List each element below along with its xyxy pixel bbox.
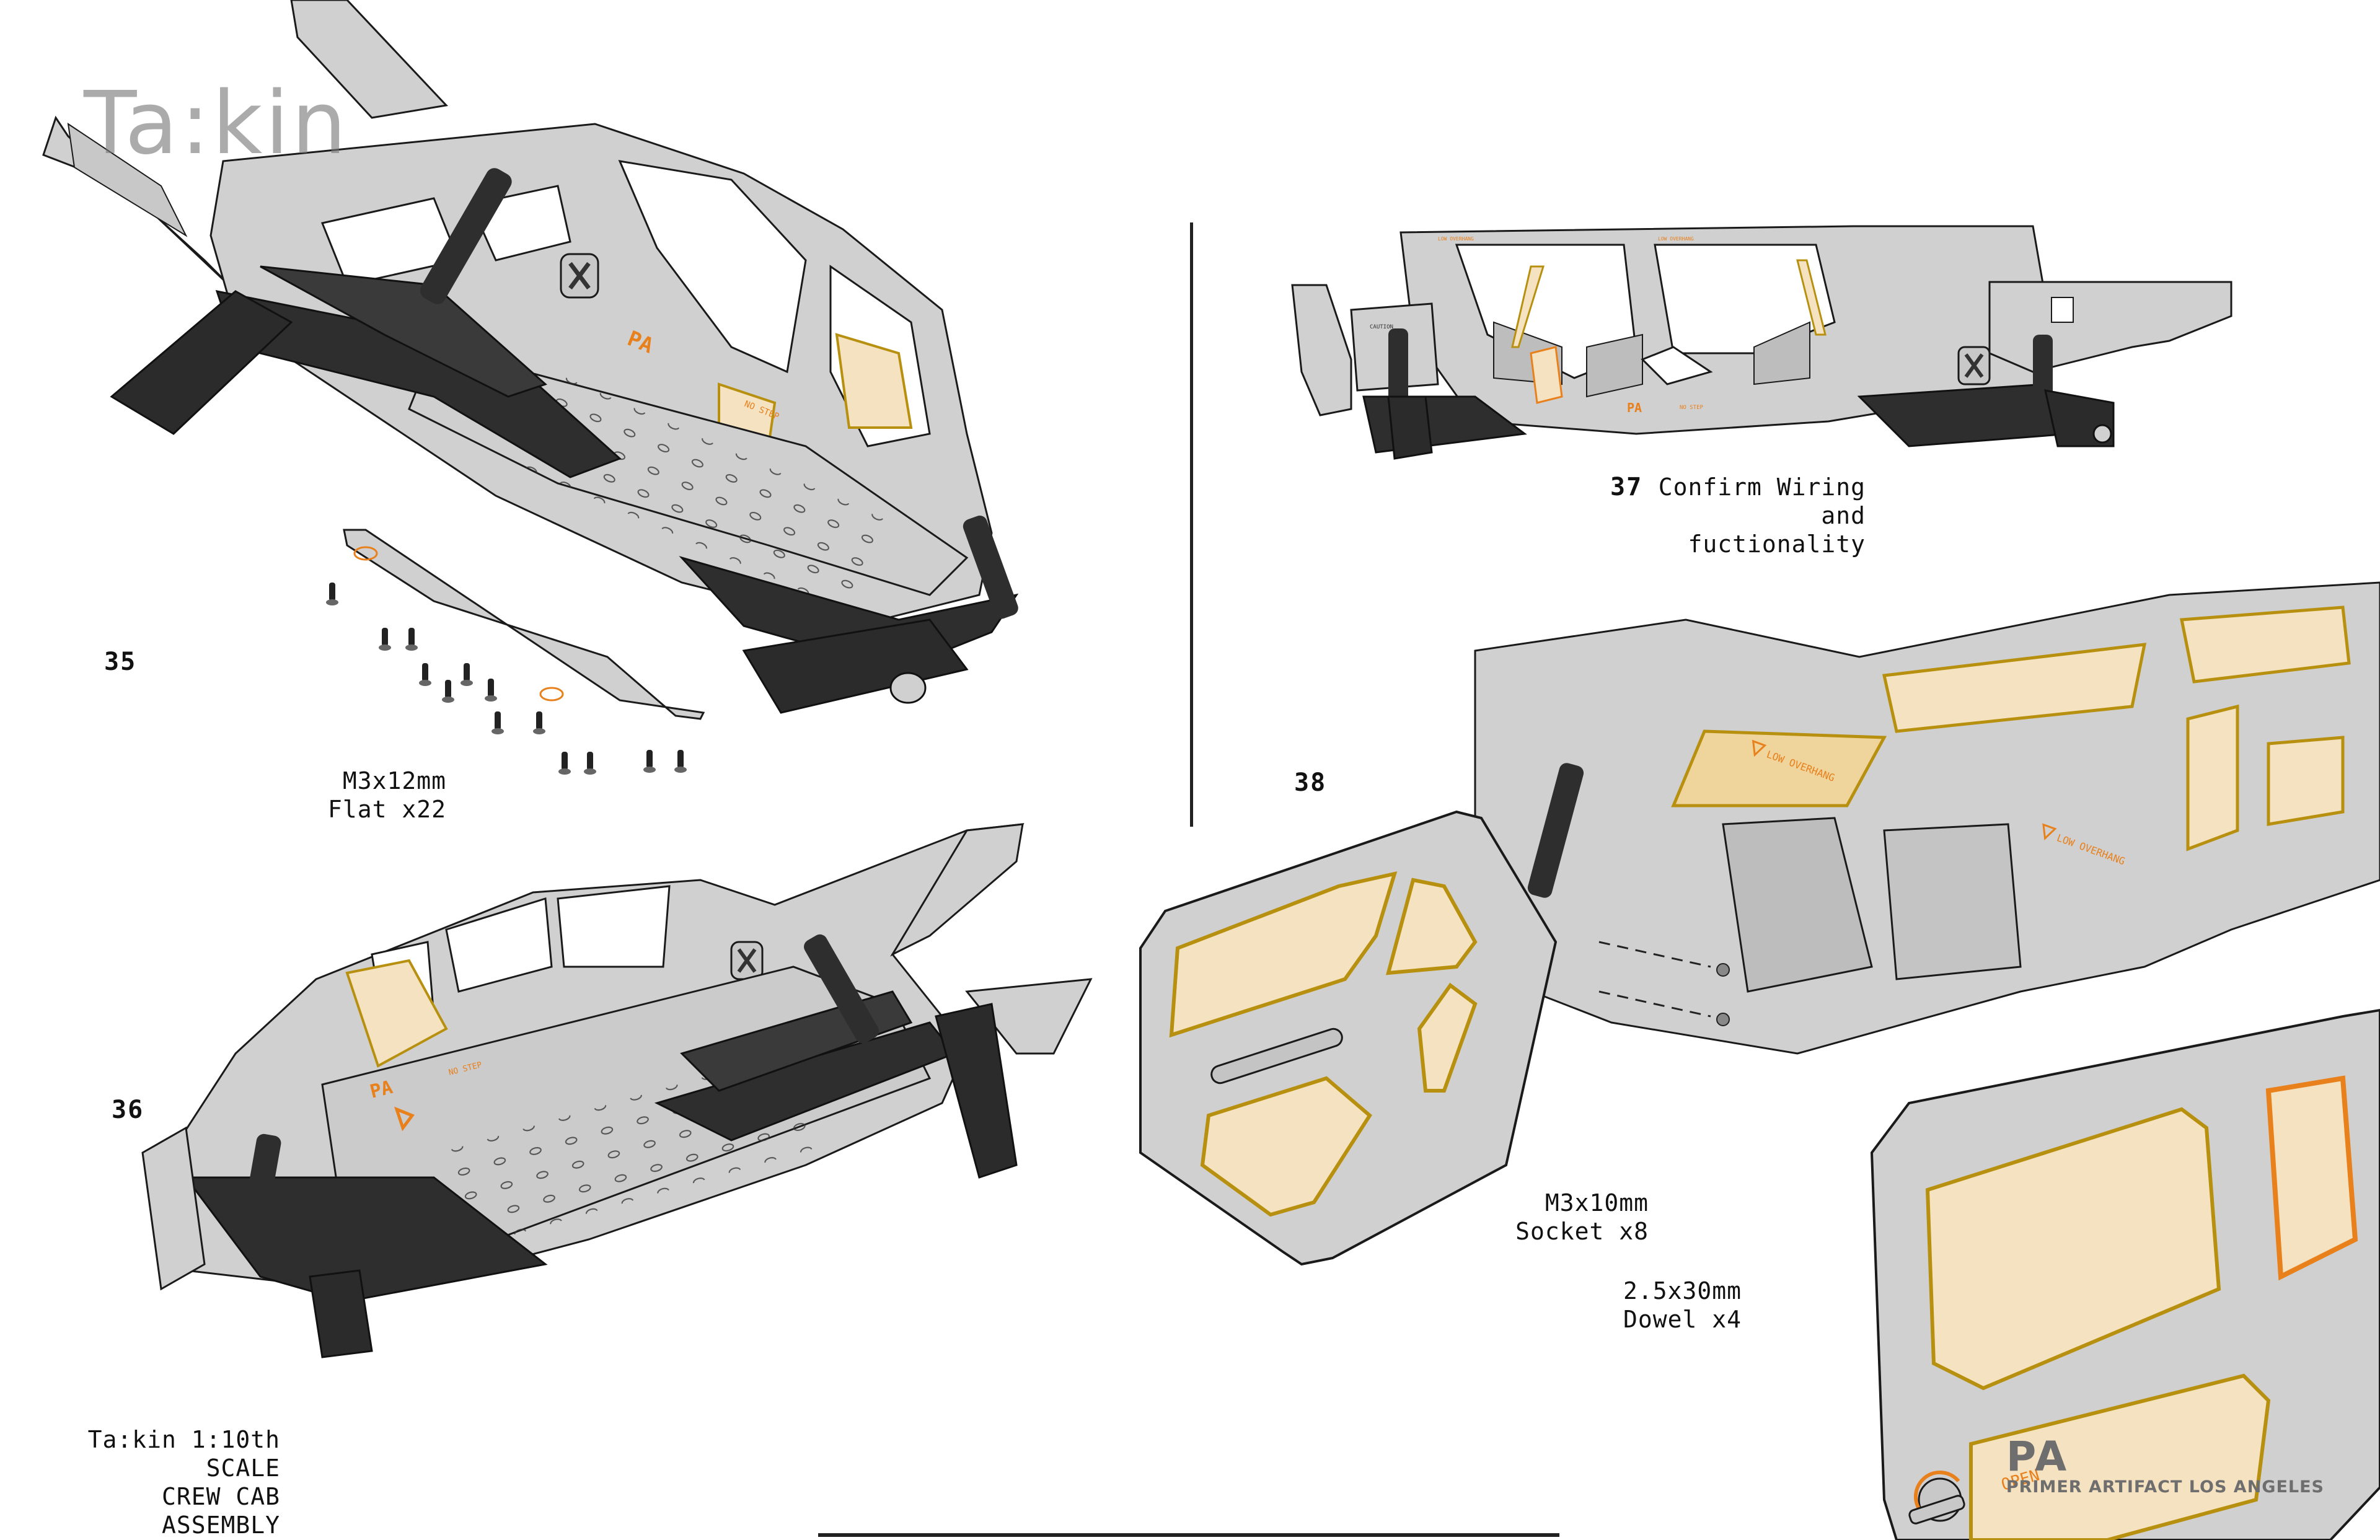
front-shock: [238, 1133, 281, 1252]
rear-shock: [420, 168, 512, 304]
roof-window: [2186, 704, 2239, 851]
rear-axle: [935, 1003, 1018, 1179]
front-bumper: [141, 1126, 206, 1291]
title-line: ASSEMBLY: [161, 1511, 280, 1539]
callout-line: Flat x22: [327, 796, 446, 823]
step-37-illustration: CAUTION PA NO STEP LOW OVERHANG LOW OVER…: [1291, 225, 2232, 460]
left-door-panel: [1139, 810, 1558, 1266]
fastener-callout-m3x10: M3x10mm Socket x8: [1506, 1189, 1649, 1246]
publisher-logo-mark: PA: [2006, 1433, 2069, 1481]
vertical-divider: [1190, 222, 1193, 827]
step-number-36: 36: [112, 1096, 144, 1124]
step-number-38: 38: [1294, 768, 1327, 797]
low-overhang-label: LOW OVERHANG: [1658, 236, 1694, 242]
callout-line: M3x12mm: [342, 767, 446, 794]
step-number-35: 35: [104, 648, 137, 676]
door-window: [2265, 1075, 2358, 1281]
document-title-block: Ta:kin 1:10th SCALE CREW CAB ASSEMBLY: [25, 1425, 280, 1539]
hinge-shock: [1527, 763, 1584, 898]
window-panel: [345, 959, 448, 1068]
rear-shock: [804, 934, 879, 1044]
fastener-callout-m3x12: M3x12mm Flat x22: [260, 767, 446, 824]
instruction-line: Confirm Wiring: [1658, 473, 1866, 501]
step-38-illustration: LOW OVERHANG LOW OVERHANG OPEN: [1139, 581, 2380, 1540]
publisher-name: PRIMER ARTIFACT LOS ANGELES: [2006, 1477, 2324, 1497]
rear-axle: [110, 290, 293, 435]
step-36-illustration: PA NO STEP: [141, 823, 1093, 1358]
front-axle: [309, 1269, 373, 1358]
callout-line: Socket x8: [1515, 1218, 1649, 1245]
bottom-divider: [818, 1533, 1559, 1537]
title-line: CREW CAB: [161, 1483, 280, 1510]
window-panel: [1796, 259, 1827, 336]
window-panel: [835, 333, 913, 429]
brand-watermark: Ta:kin: [84, 73, 350, 174]
instruction-line: and fuctionality: [1688, 502, 1866, 558]
roof-window: [2267, 736, 2345, 826]
door-window: [1417, 982, 1478, 1093]
step-37-instruction: Confirm Wiring and fuctionality: [1636, 473, 1866, 558]
rear-wing-plate: [290, 0, 449, 119]
door-window: [1925, 1107, 2221, 1391]
roof-window: [1882, 643, 2147, 733]
callout-line: 2.5x30mm: [1623, 1277, 1742, 1305]
door-window: [1200, 1076, 1372, 1217]
window-panel: [1530, 346, 1563, 404]
pa-mark-label: PA: [368, 1076, 395, 1103]
rear-suspension-arm: [260, 265, 547, 398]
alignment-dashes: [1598, 941, 1711, 1018]
callout-line: M3x10mm: [1545, 1189, 1649, 1217]
door-window: [1385, 878, 1478, 975]
roof-window: [2179, 605, 2351, 684]
low-overhang-label: LOW OVERHANG: [1438, 236, 1474, 242]
door-window: [1169, 871, 1398, 1038]
front-axle: [1387, 395, 1433, 460]
fastener-callout-dowel: 2.5x30mm Dowel x4: [1599, 1277, 1742, 1334]
front-shock: [963, 515, 1018, 619]
window-panel: [1511, 265, 1545, 348]
front-axle: [742, 618, 969, 714]
rear-wing-plate: [890, 823, 1024, 957]
front-bumper: [1291, 284, 1352, 416]
skid-plate: [343, 529, 705, 720]
door-window: [1969, 1373, 2271, 1540]
caution-label: CAUTION: [1370, 324, 1393, 330]
callout-line: Dowel x4: [1623, 1306, 1742, 1333]
truck-bed: [1988, 281, 2232, 373]
door-latch[interactable]: [1908, 1470, 1965, 1525]
rear-bumper: [965, 978, 1093, 1055]
no-step-label: NO STEP: [1680, 405, 1704, 411]
title-line: Ta:kin 1:10th SCALE: [87, 1426, 280, 1482]
roof-window: [1671, 729, 1887, 807]
step-number-37: 37: [1610, 473, 1643, 501]
pa-mark-label: PA: [1627, 400, 1642, 415]
flat-screws: [326, 583, 687, 775]
step-35-illustration: PA NO STEP: [42, 0, 1019, 775]
front-suspension-arm: [184, 1176, 548, 1303]
front-shock: [1388, 328, 1408, 409]
publisher-logo: PA PRIMER ARTIFACT LOS ANGELES: [2006, 1437, 2324, 1497]
